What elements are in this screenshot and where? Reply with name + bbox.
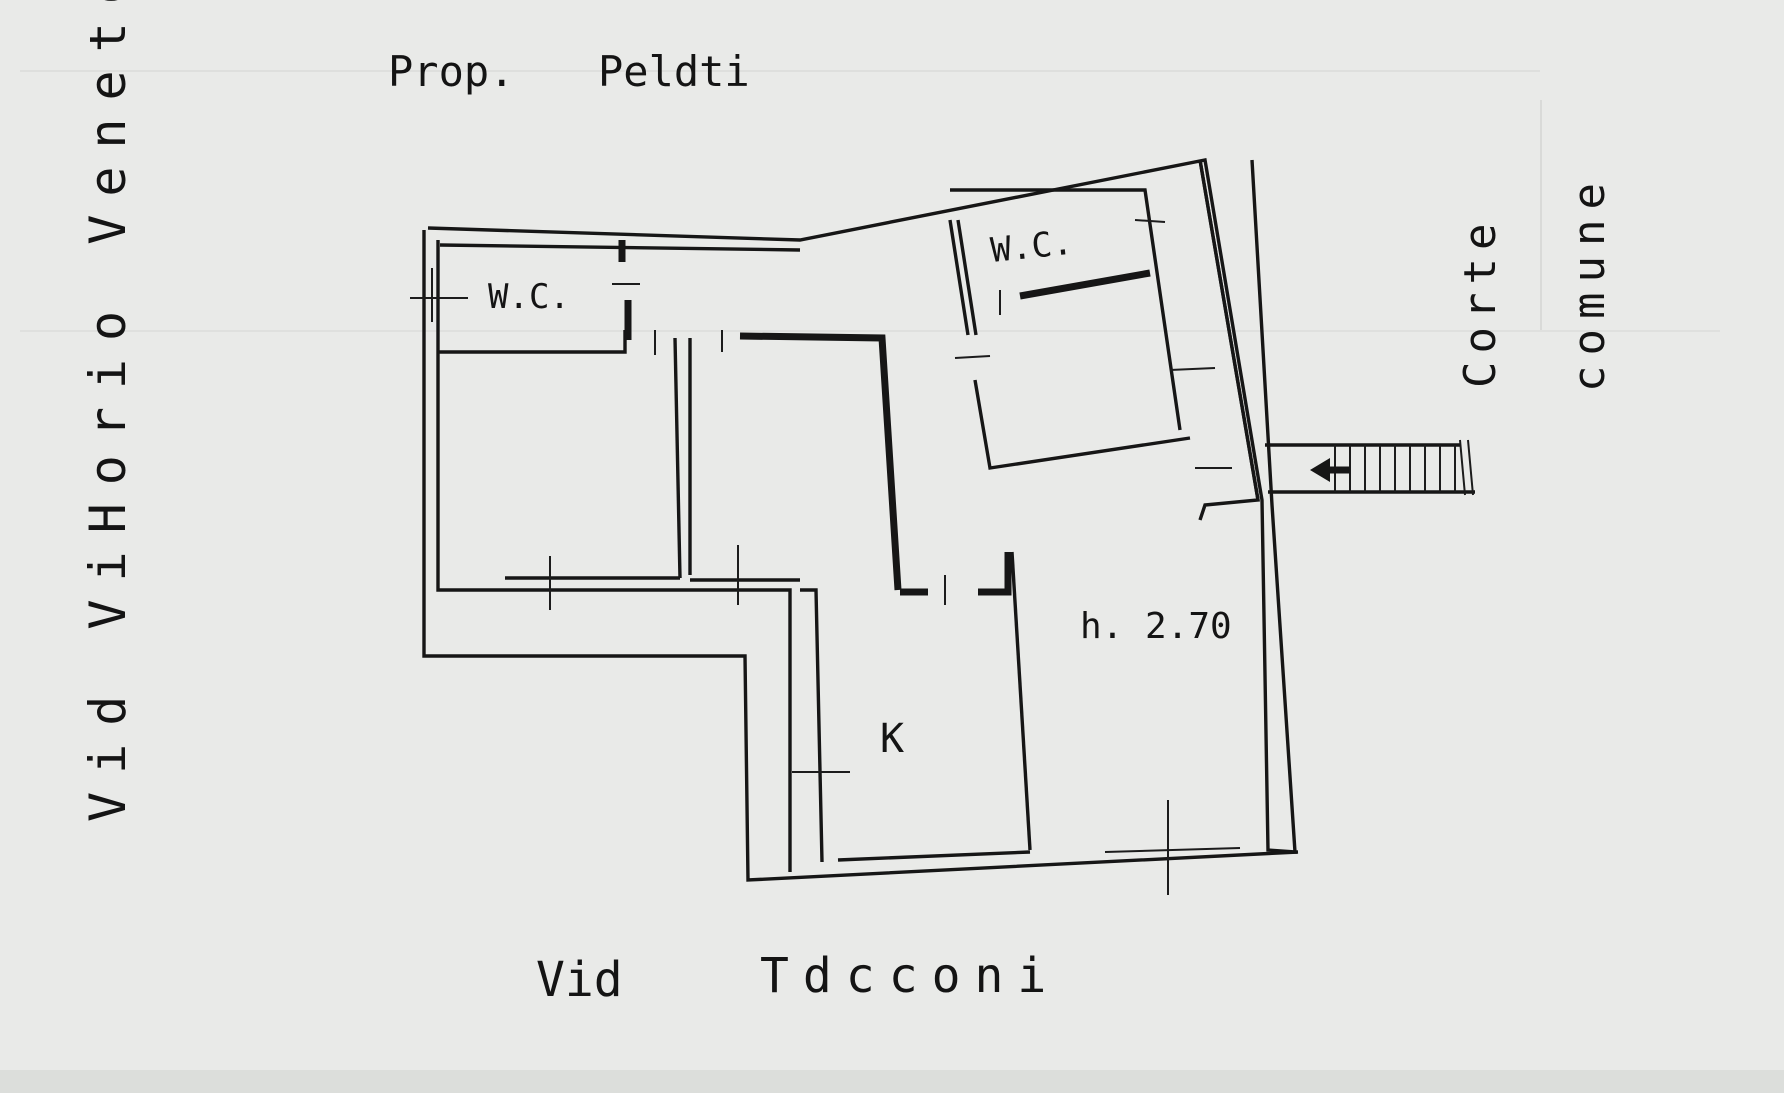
ceiling-height-label: h. 2.70 — [1080, 606, 1232, 647]
owner-name-label: Peldti — [598, 47, 750, 96]
street-left-label: Vid ViHorio Veneto — [79, 0, 137, 822]
owner-prefix-label: Prop. — [388, 47, 514, 96]
street-bottom-name-label: Tdcconi — [760, 948, 1060, 1004]
street-bottom-prefix-label: Vid — [536, 952, 623, 1008]
interior-walls — [438, 188, 1191, 863]
external-stair — [1265, 439, 1475, 496]
wc-left-label: W.C. — [488, 277, 570, 317]
kitchen-label: K — [880, 716, 904, 762]
wc-right-label: W.C. — [989, 223, 1075, 271]
common-label: comune — [1564, 173, 1615, 392]
openings — [410, 219, 1241, 895]
outer-walls — [422, 157, 1299, 882]
court-label: Corte — [1455, 216, 1506, 388]
